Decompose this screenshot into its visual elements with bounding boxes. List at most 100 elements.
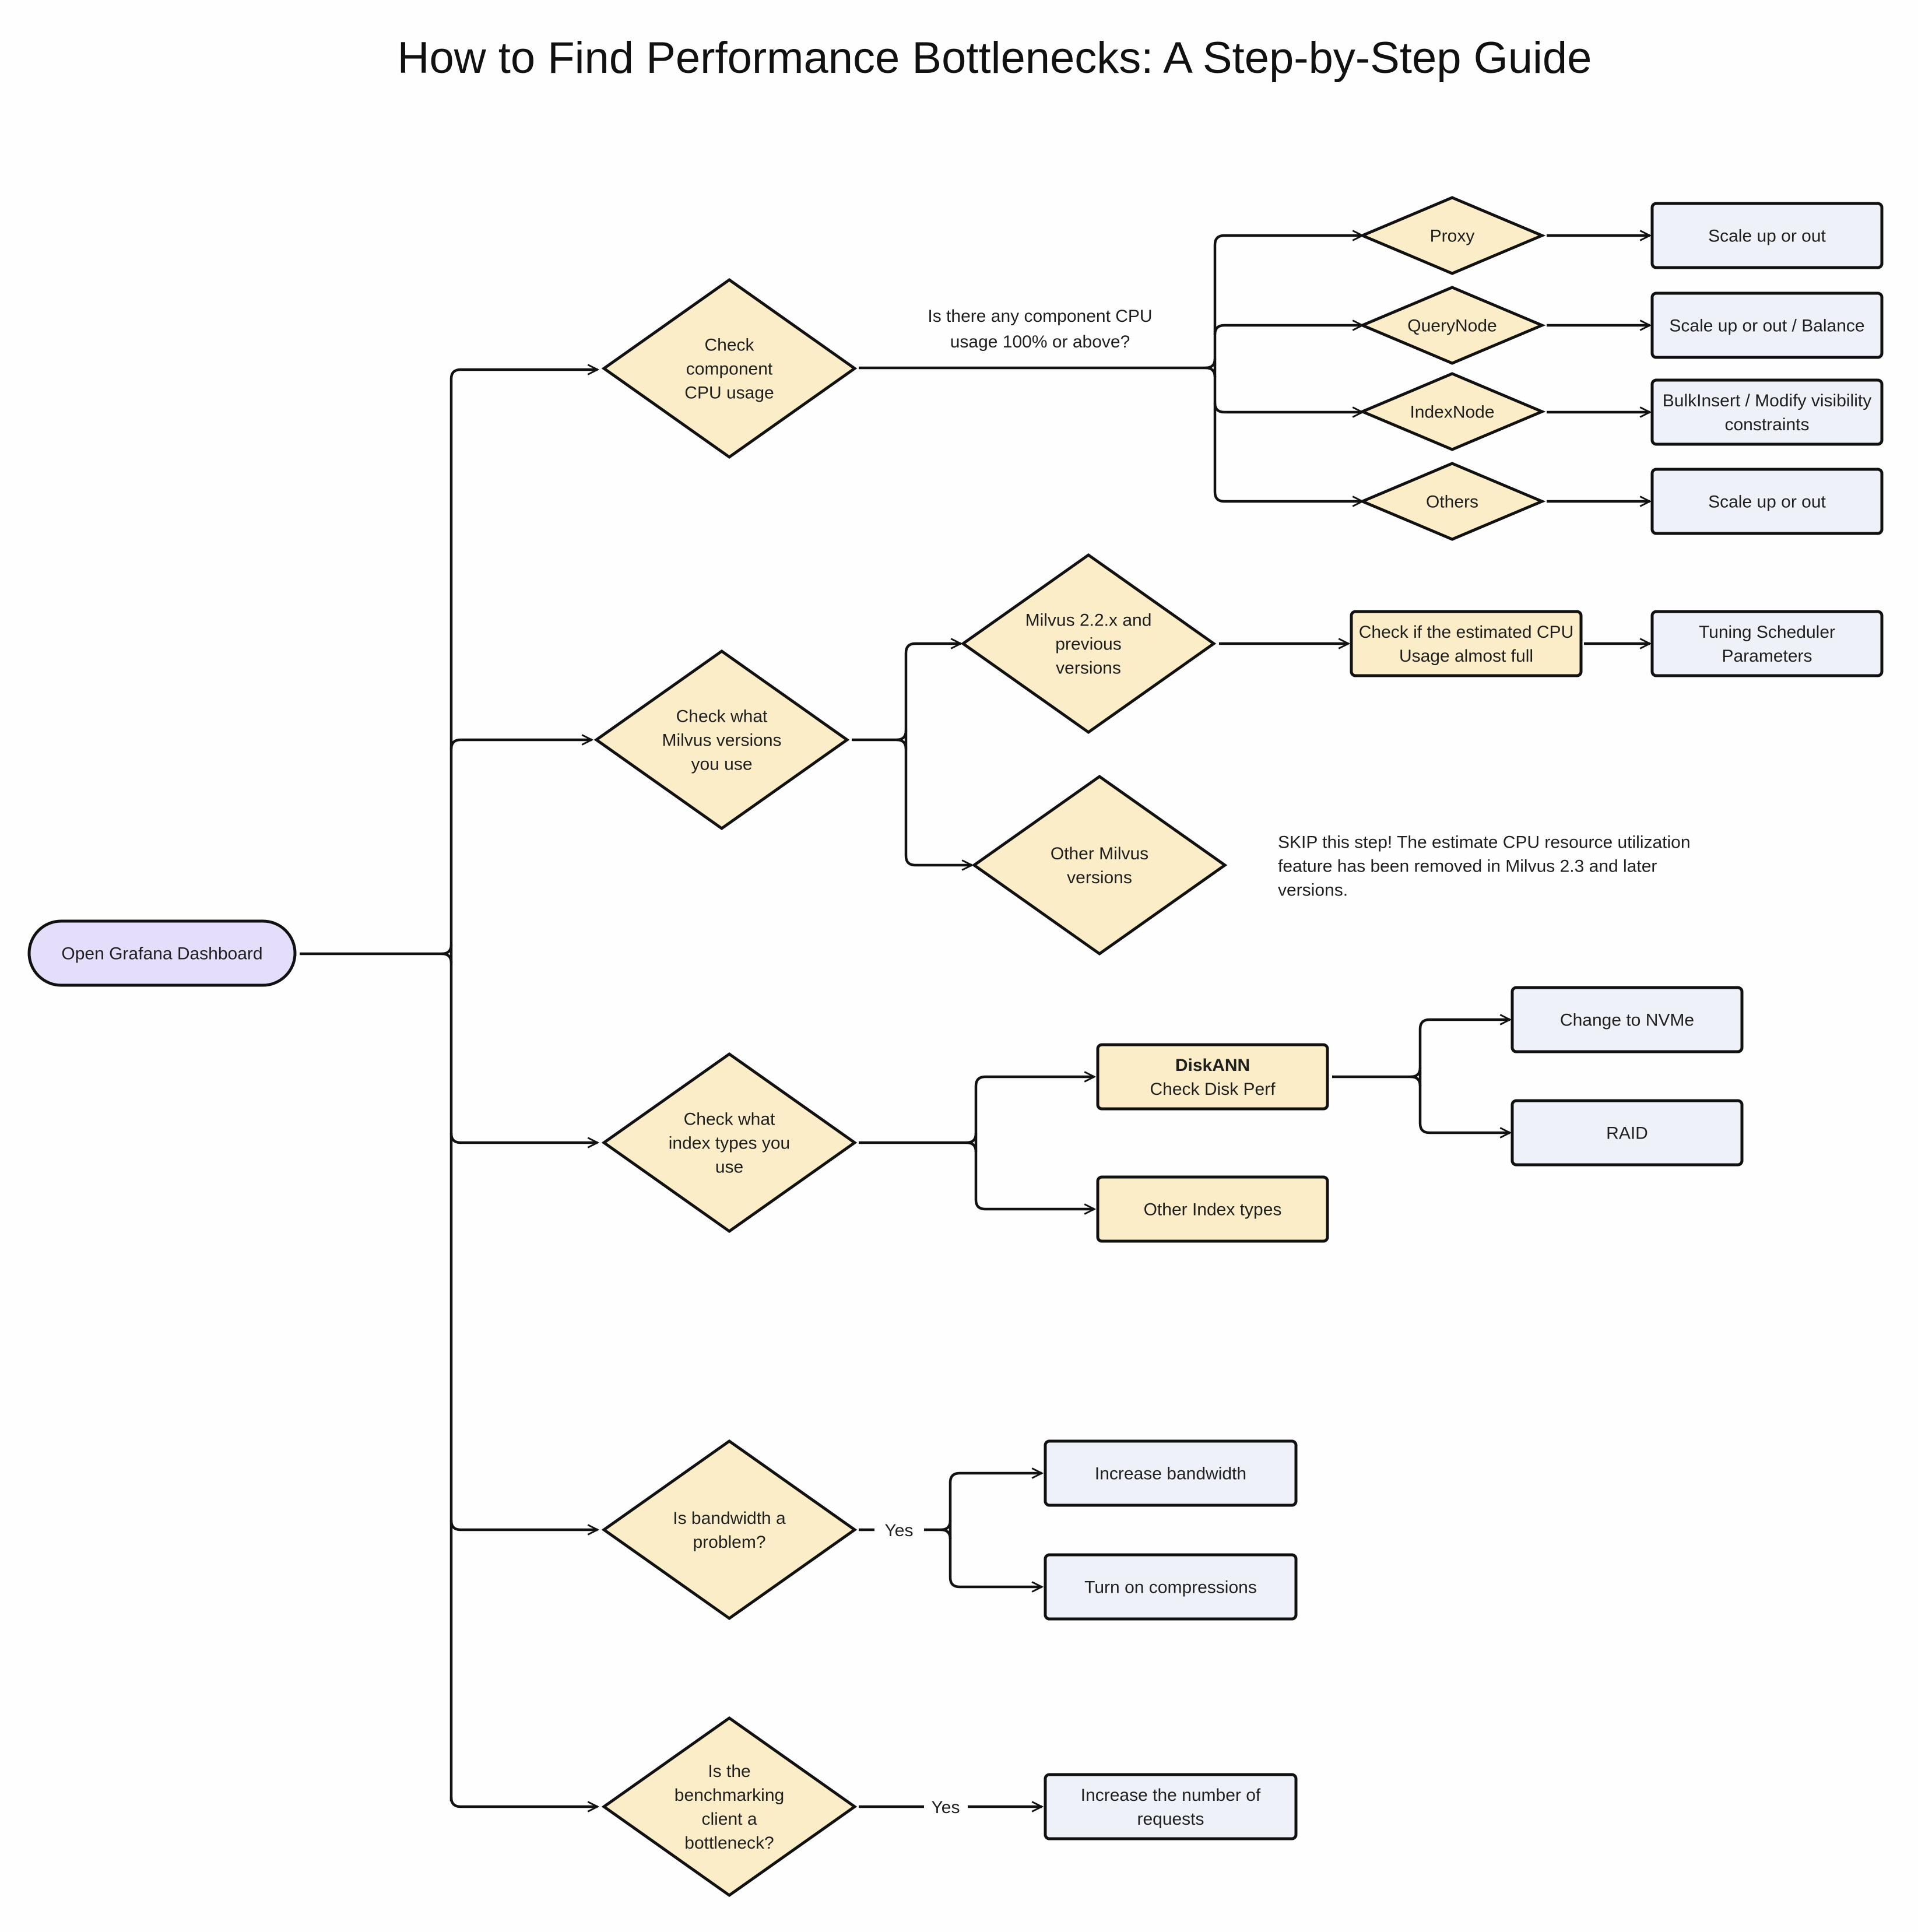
action-proxy-scale[interactable]: Scale up or out — [1650, 202, 1884, 269]
action-turn-on-compressions-shape — [1044, 1553, 1298, 1621]
decision-bandwidth-problem-shape — [601, 1439, 858, 1621]
action-increase-bandwidth-label: Increase bandwidth — [1095, 1464, 1246, 1484]
action-querynode-scale-balance[interactable]: Scale up or out / Balance — [1650, 291, 1884, 359]
decision-check-milvus-version-shape — [593, 649, 850, 831]
process-diskann-check-disk-shape — [1096, 1043, 1329, 1111]
process-diskann-check-disk[interactable]: DiskANN Check Disk Perf — [1096, 1043, 1329, 1111]
connector-layer — [300, 230, 1652, 1812]
edge-to-index-check — [449, 1133, 600, 1148]
action-change-to-nvme-label: Change to NVMe — [1560, 1011, 1694, 1030]
decision-other-milvus-label: versions — [1067, 868, 1132, 887]
decision-client-bottleneck-label: benchmarking — [675, 1786, 784, 1805]
decision-indexnode[interactable]: IndexNode — [1358, 372, 1546, 451]
decision-querynode[interactable]: QueryNode — [1358, 286, 1546, 365]
note-skip-step: SKIP this step! The estimate CPU resourc… — [1278, 833, 1691, 852]
process-diskann-check-disk-title: DiskANN — [1175, 1056, 1250, 1075]
action-increase-requests-shape — [1044, 1773, 1298, 1840]
decision-proxy-label: Proxy — [1430, 227, 1475, 246]
edge-label-bandwidth-yes: Yes — [885, 1521, 914, 1540]
decision-others[interactable]: Others — [1358, 462, 1546, 541]
action-indexnode-bulkinsert[interactable]: BulkInsert / Modify visibilityconstraint… — [1650, 378, 1884, 446]
start-node-open-grafana-shape — [27, 919, 297, 987]
edge-trunk-joint-up — [441, 944, 453, 956]
decision-milvus-22x-label: Milvus 2.2.x and — [1025, 611, 1152, 630]
decision-milvus-22x-shape — [960, 553, 1217, 735]
decision-client-bottleneck-label: Is the — [708, 1762, 750, 1781]
action-change-to-nvme[interactable]: Change to NVMe — [1510, 986, 1744, 1053]
edge-to-other-milvus — [904, 855, 974, 871]
decision-other-milvus-shape — [971, 774, 1228, 956]
edge-to-increase-bw — [949, 1467, 1044, 1483]
action-proxy-scale-label: Scale up or out — [1708, 227, 1826, 246]
edge-trunk-joint-down — [441, 952, 453, 964]
edge-to-client-check — [449, 1797, 600, 1812]
action-raid[interactable]: RAID — [1510, 1099, 1744, 1167]
action-tuning-scheduler-label: Tuning Scheduler — [1699, 623, 1835, 642]
decision-bandwidth-problem-label: Is bandwidth a — [673, 1509, 786, 1528]
action-change-to-nvme-shape — [1510, 986, 1744, 1053]
decision-client-bottleneck-shape — [601, 1716, 858, 1898]
action-querynode-scale-balance-shape — [1650, 291, 1884, 359]
decision-check-cpu-usage-shape — [601, 277, 858, 459]
action-others-scale-shape — [1650, 468, 1884, 535]
process-check-estimated-cpu-label: Check if the estimated CPU — [1359, 623, 1573, 642]
edge-to-diskann — [974, 1071, 1097, 1087]
decision-check-cpu-usage-label: CPU usage — [684, 384, 774, 403]
decision-proxy-shape — [1358, 196, 1546, 275]
action-turn-on-compressions-label: Turn on compressions — [1084, 1578, 1257, 1597]
action-increase-bandwidth[interactable]: Increase bandwidth — [1044, 1439, 1298, 1507]
action-tuning-scheduler-shape — [1650, 610, 1884, 677]
note-skip-step: feature has been removed in Milvus 2.3 a… — [1278, 857, 1657, 876]
decision-check-milvus-version-label: Milvus versions — [662, 731, 781, 750]
action-turn-on-compressions[interactable]: Turn on compressions — [1044, 1553, 1298, 1621]
node-layer: Open Grafana Dashboard CheckcomponentCPU … — [27, 196, 1884, 1898]
note-skip-step: versions. — [1278, 881, 1348, 900]
edge-index-joint-up — [966, 1133, 978, 1144]
edge-to-cpu-check — [449, 364, 600, 380]
edge-to-others — [1213, 491, 1365, 507]
edge-to-version-check — [449, 734, 594, 750]
action-indexnode-bulkinsert-shape — [1650, 378, 1884, 446]
edge-cpu-fork-joint-down — [1205, 366, 1217, 378]
decision-querynode-label: QueryNode — [1407, 317, 1497, 336]
edge-label-cpu-question: usage 100% or above? — [950, 332, 1130, 352]
action-indexnode-bulkinsert-label: constraints — [1724, 415, 1809, 434]
action-tuning-scheduler-label: Parameters — [1722, 647, 1812, 666]
process-other-index-types-label: Other Index types — [1144, 1200, 1282, 1220]
edge-to-proxy — [1213, 230, 1365, 245]
decision-proxy[interactable]: Proxy — [1358, 196, 1546, 275]
label-layer: Is there any component CPU usage 100% or … — [885, 307, 1691, 1817]
edge-cpu-fork-joint-up — [1205, 358, 1217, 370]
edge-diskann-joint-down — [1410, 1075, 1422, 1087]
process-diskann-check-disk-label: Check Disk Perf — [1150, 1080, 1276, 1099]
action-querynode-scale-balance-label: Scale up or out / Balance — [1669, 317, 1864, 336]
action-others-scale[interactable]: Scale up or out — [1650, 468, 1884, 535]
process-other-index-types[interactable]: Other Index types — [1096, 1175, 1329, 1243]
edge-to-nvme — [1418, 1014, 1512, 1030]
action-proxy-scale-shape — [1650, 202, 1884, 269]
edge-version-joint-down — [896, 738, 908, 750]
process-check-estimated-cpu-shape — [1350, 610, 1583, 677]
edge-to-compression — [949, 1577, 1044, 1593]
decision-bandwidth-problem-label: problem? — [693, 1533, 765, 1552]
action-increase-requests-label: Increase the number of — [1081, 1786, 1261, 1805]
edge-label-client-yes: Yes — [932, 1798, 960, 1817]
edge-label-cpu-question: Is there any component CPU — [928, 307, 1152, 326]
decision-bandwidth-problem[interactable]: Is bandwidth a problem? — [601, 1439, 858, 1621]
edge-index-joint-down — [966, 1141, 978, 1153]
decision-check-milvus-version-label: you use — [691, 755, 752, 774]
start-node-open-grafana[interactable]: Open Grafana Dashboard — [27, 919, 297, 987]
decision-milvus-22x-label: versions — [1056, 659, 1121, 678]
edge-bandwidth-joint-down — [940, 1528, 952, 1540]
decision-check-index-type-label: use — [715, 1158, 743, 1177]
